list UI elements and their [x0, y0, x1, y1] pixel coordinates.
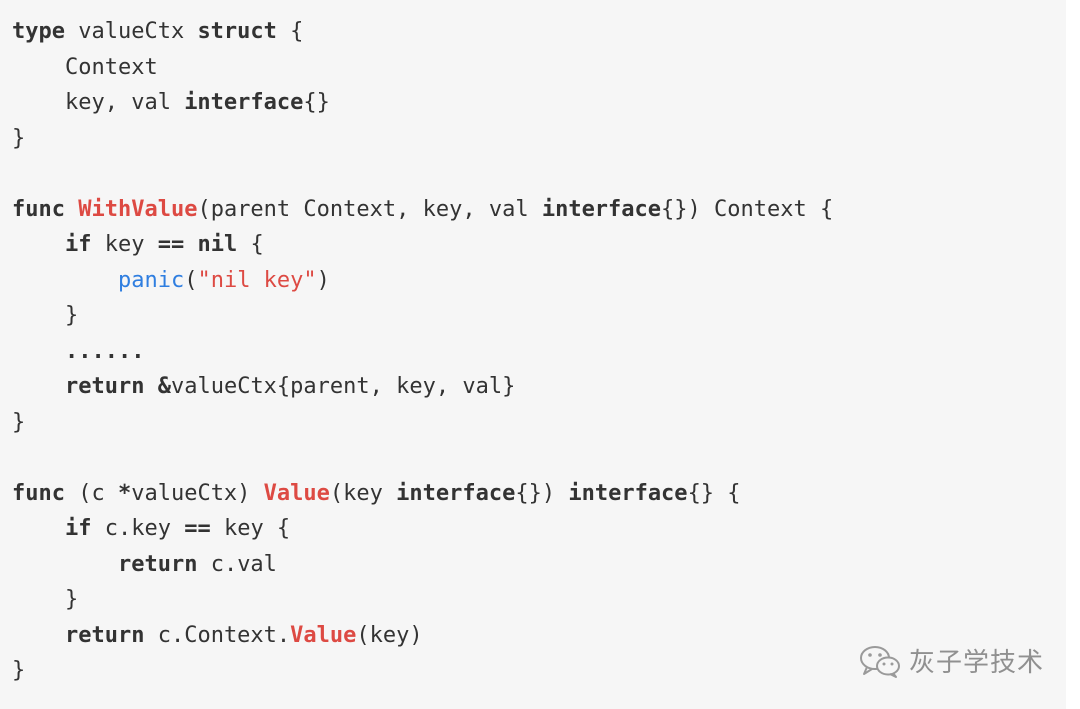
code-text: Context	[12, 54, 158, 80]
code-keyword: ==	[157, 232, 185, 257]
code-text	[12, 232, 65, 257]
code-text: }	[12, 587, 79, 612]
code-function-name: Value	[263, 480, 330, 506]
code-line	[12, 156, 1066, 192]
code-keyword: return	[117, 551, 198, 577]
code-text	[12, 623, 65, 648]
code-line: }	[12, 405, 1066, 441]
code-keyword: if	[64, 232, 92, 257]
code-text: c.val	[197, 551, 277, 577]
code-keyword: interface	[541, 196, 662, 222]
code-keyword: &	[157, 374, 171, 399]
code-line: }	[12, 582, 1066, 618]
code-string: "nil key"	[197, 267, 317, 293]
code-text: {}) Context {	[661, 196, 834, 222]
code-text	[12, 339, 65, 364]
code-line: return c.Context.Value(key)	[12, 618, 1066, 654]
code-text: {})	[515, 480, 569, 506]
code-keyword: interface	[568, 480, 688, 506]
code-text: key	[91, 232, 158, 257]
code-keyword: struct	[197, 19, 277, 44]
code-line: func WithValue(parent Context, key, val …	[12, 192, 1066, 228]
code-keyword: interface	[396, 480, 516, 506]
code-line: ......	[12, 334, 1066, 370]
code-keyword: func	[12, 196, 65, 222]
code-text: valueCtx{parent, key, val}	[170, 374, 516, 399]
code-text: key {	[210, 516, 291, 541]
code-text: }	[12, 409, 26, 435]
code-text	[12, 374, 65, 399]
watermark-text: 灰子学技术	[908, 648, 1044, 678]
code-keyword: func	[12, 480, 65, 506]
code-keyword: return	[64, 622, 145, 648]
code-line: if key == nil {	[12, 227, 1066, 263]
code-text: valueCtx	[64, 19, 198, 44]
code-text: }	[12, 303, 79, 328]
code-line: }	[12, 653, 1066, 689]
code-text: (parent Context, key, val	[197, 196, 542, 222]
code-text: c.key	[91, 516, 185, 541]
code-text: (key)	[356, 622, 423, 648]
code-builtin: panic	[117, 267, 185, 293]
code-lines: type valueCtx struct { Context key, val …	[12, 14, 1066, 689]
code-text: {}	[303, 90, 330, 115]
code-text	[65, 197, 78, 222]
code-line: panic("nil key")	[12, 263, 1066, 299]
code-text: }	[12, 658, 26, 683]
code-text: {} {	[687, 480, 741, 506]
code-line: func (c *valueCtx) Value(key interface{}…	[12, 476, 1066, 512]
code-text: c.Context.	[144, 622, 291, 648]
code-line: }	[12, 121, 1066, 157]
code-keyword: ==	[184, 516, 211, 541]
code-keyword: return	[64, 374, 145, 399]
code-line: return c.val	[12, 547, 1066, 583]
code-keyword: if	[64, 516, 92, 541]
code-line: return &valueCtx{parent, key, val}	[12, 369, 1066, 405]
code-text: {	[276, 19, 304, 44]
code-line: key, val interface{}	[12, 85, 1066, 121]
code-text	[12, 552, 118, 577]
code-line: Context	[12, 50, 1066, 86]
wechat-icon	[859, 644, 901, 678]
code-text: valueCtx)	[131, 480, 264, 506]
code-keyword: nil	[197, 232, 238, 257]
code-text: )	[316, 267, 330, 293]
code-line	[12, 440, 1066, 476]
code-text: (key	[329, 480, 397, 506]
code-keyword: *	[117, 480, 132, 506]
code-keyword: interface	[184, 90, 304, 115]
code-function-name: Value	[290, 622, 357, 648]
code-keyword: type	[12, 19, 65, 44]
code-text	[144, 374, 157, 399]
code-text: (c	[64, 480, 118, 506]
code-text: (	[184, 267, 198, 293]
code-text: }	[12, 125, 26, 151]
code-text	[12, 268, 118, 293]
code-function-name: WithValue	[78, 196, 198, 222]
code-text: {	[237, 232, 264, 257]
code-text	[184, 232, 197, 257]
code-keyword: ......	[64, 338, 145, 364]
code-line: }	[12, 298, 1066, 334]
watermark: 灰子学技术	[859, 642, 1044, 679]
code-text	[12, 516, 65, 541]
code-line: type valueCtx struct {	[12, 14, 1066, 50]
code-text: key, val	[12, 90, 185, 115]
code-line: if c.key == key {	[12, 511, 1066, 547]
